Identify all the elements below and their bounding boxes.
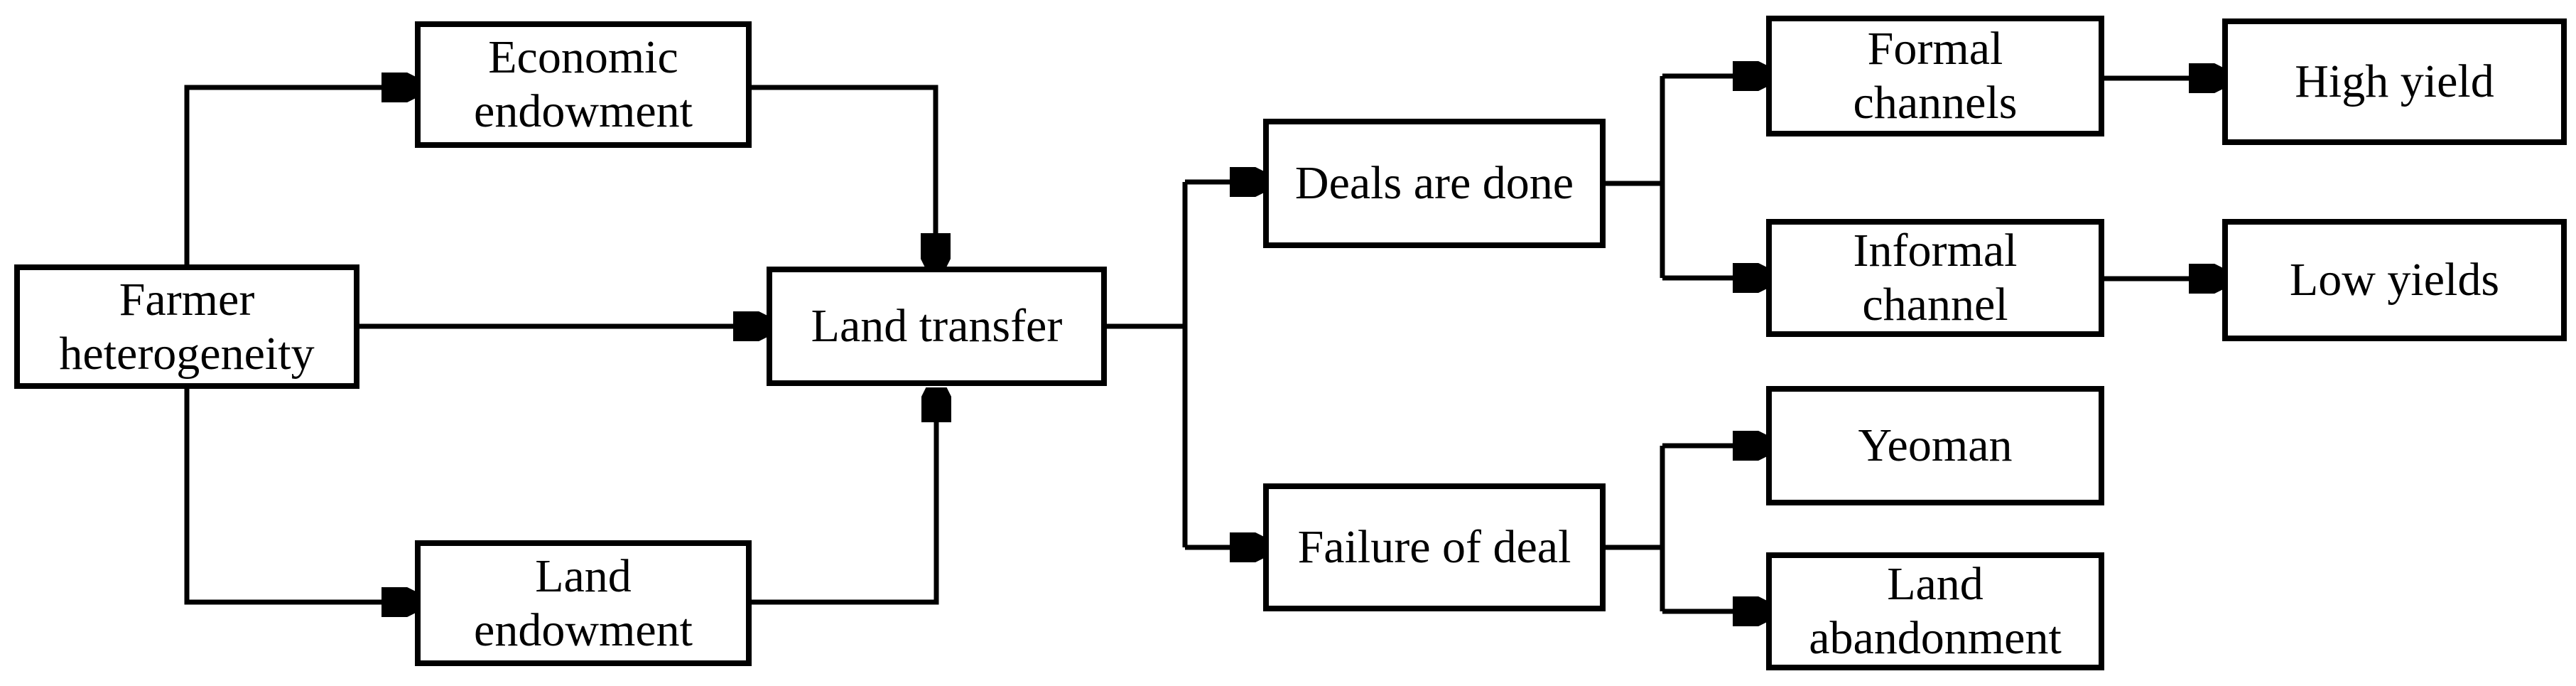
edge-failure-branch-trunk <box>1606 446 1665 611</box>
node-label: Informal channel <box>1853 225 2018 331</box>
node-label: Low yields <box>2289 254 2500 306</box>
node-informal-channel: Informal channel <box>1766 219 2104 337</box>
node-low-yields: Low yields <box>2222 219 2567 341</box>
node-label: Land transfer <box>811 300 1063 353</box>
edge-land-endowment-to-land-transfer <box>752 395 936 605</box>
node-economic-endowment: Economic endowment <box>415 21 752 148</box>
node-land-transfer: Land transfer <box>767 267 1107 386</box>
node-high-yield: High yield <box>2222 18 2567 145</box>
node-land-abandonment: Land abandonment <box>1766 552 2104 670</box>
node-label: Land endowment <box>474 550 693 656</box>
node-yeoman: Yeoman <box>1766 386 2104 505</box>
node-formal-channels: Formal channels <box>1766 16 2104 136</box>
node-label: Formal channels <box>1853 23 2018 129</box>
node-label: Farmer heterogeneity <box>59 273 315 380</box>
node-label: High yield <box>2295 55 2494 108</box>
node-label: Failure of deal <box>1297 521 1571 574</box>
node-label: Yeoman <box>1858 419 2013 472</box>
node-farmer-heterogeneity: Farmer heterogeneity <box>14 264 359 389</box>
node-land-endowment: Land endowment <box>415 540 752 666</box>
edge-economic-to-land-transfer <box>752 85 936 261</box>
node-label: Deals are done <box>1294 157 1574 210</box>
node-label: Land abandonment <box>1809 558 2062 664</box>
node-label: Economic endowment <box>474 31 693 137</box>
edge-farmer-to-land-endowment <box>184 389 409 602</box>
node-deals-are-done: Deals are done <box>1263 119 1606 248</box>
edge-deals-branch-trunk <box>1606 76 1665 278</box>
edge-land-transfer-branch-trunk <box>1107 182 1188 547</box>
node-failure-of-deal: Failure of deal <box>1263 483 1606 611</box>
edge-farmer-to-economic <box>184 87 409 264</box>
